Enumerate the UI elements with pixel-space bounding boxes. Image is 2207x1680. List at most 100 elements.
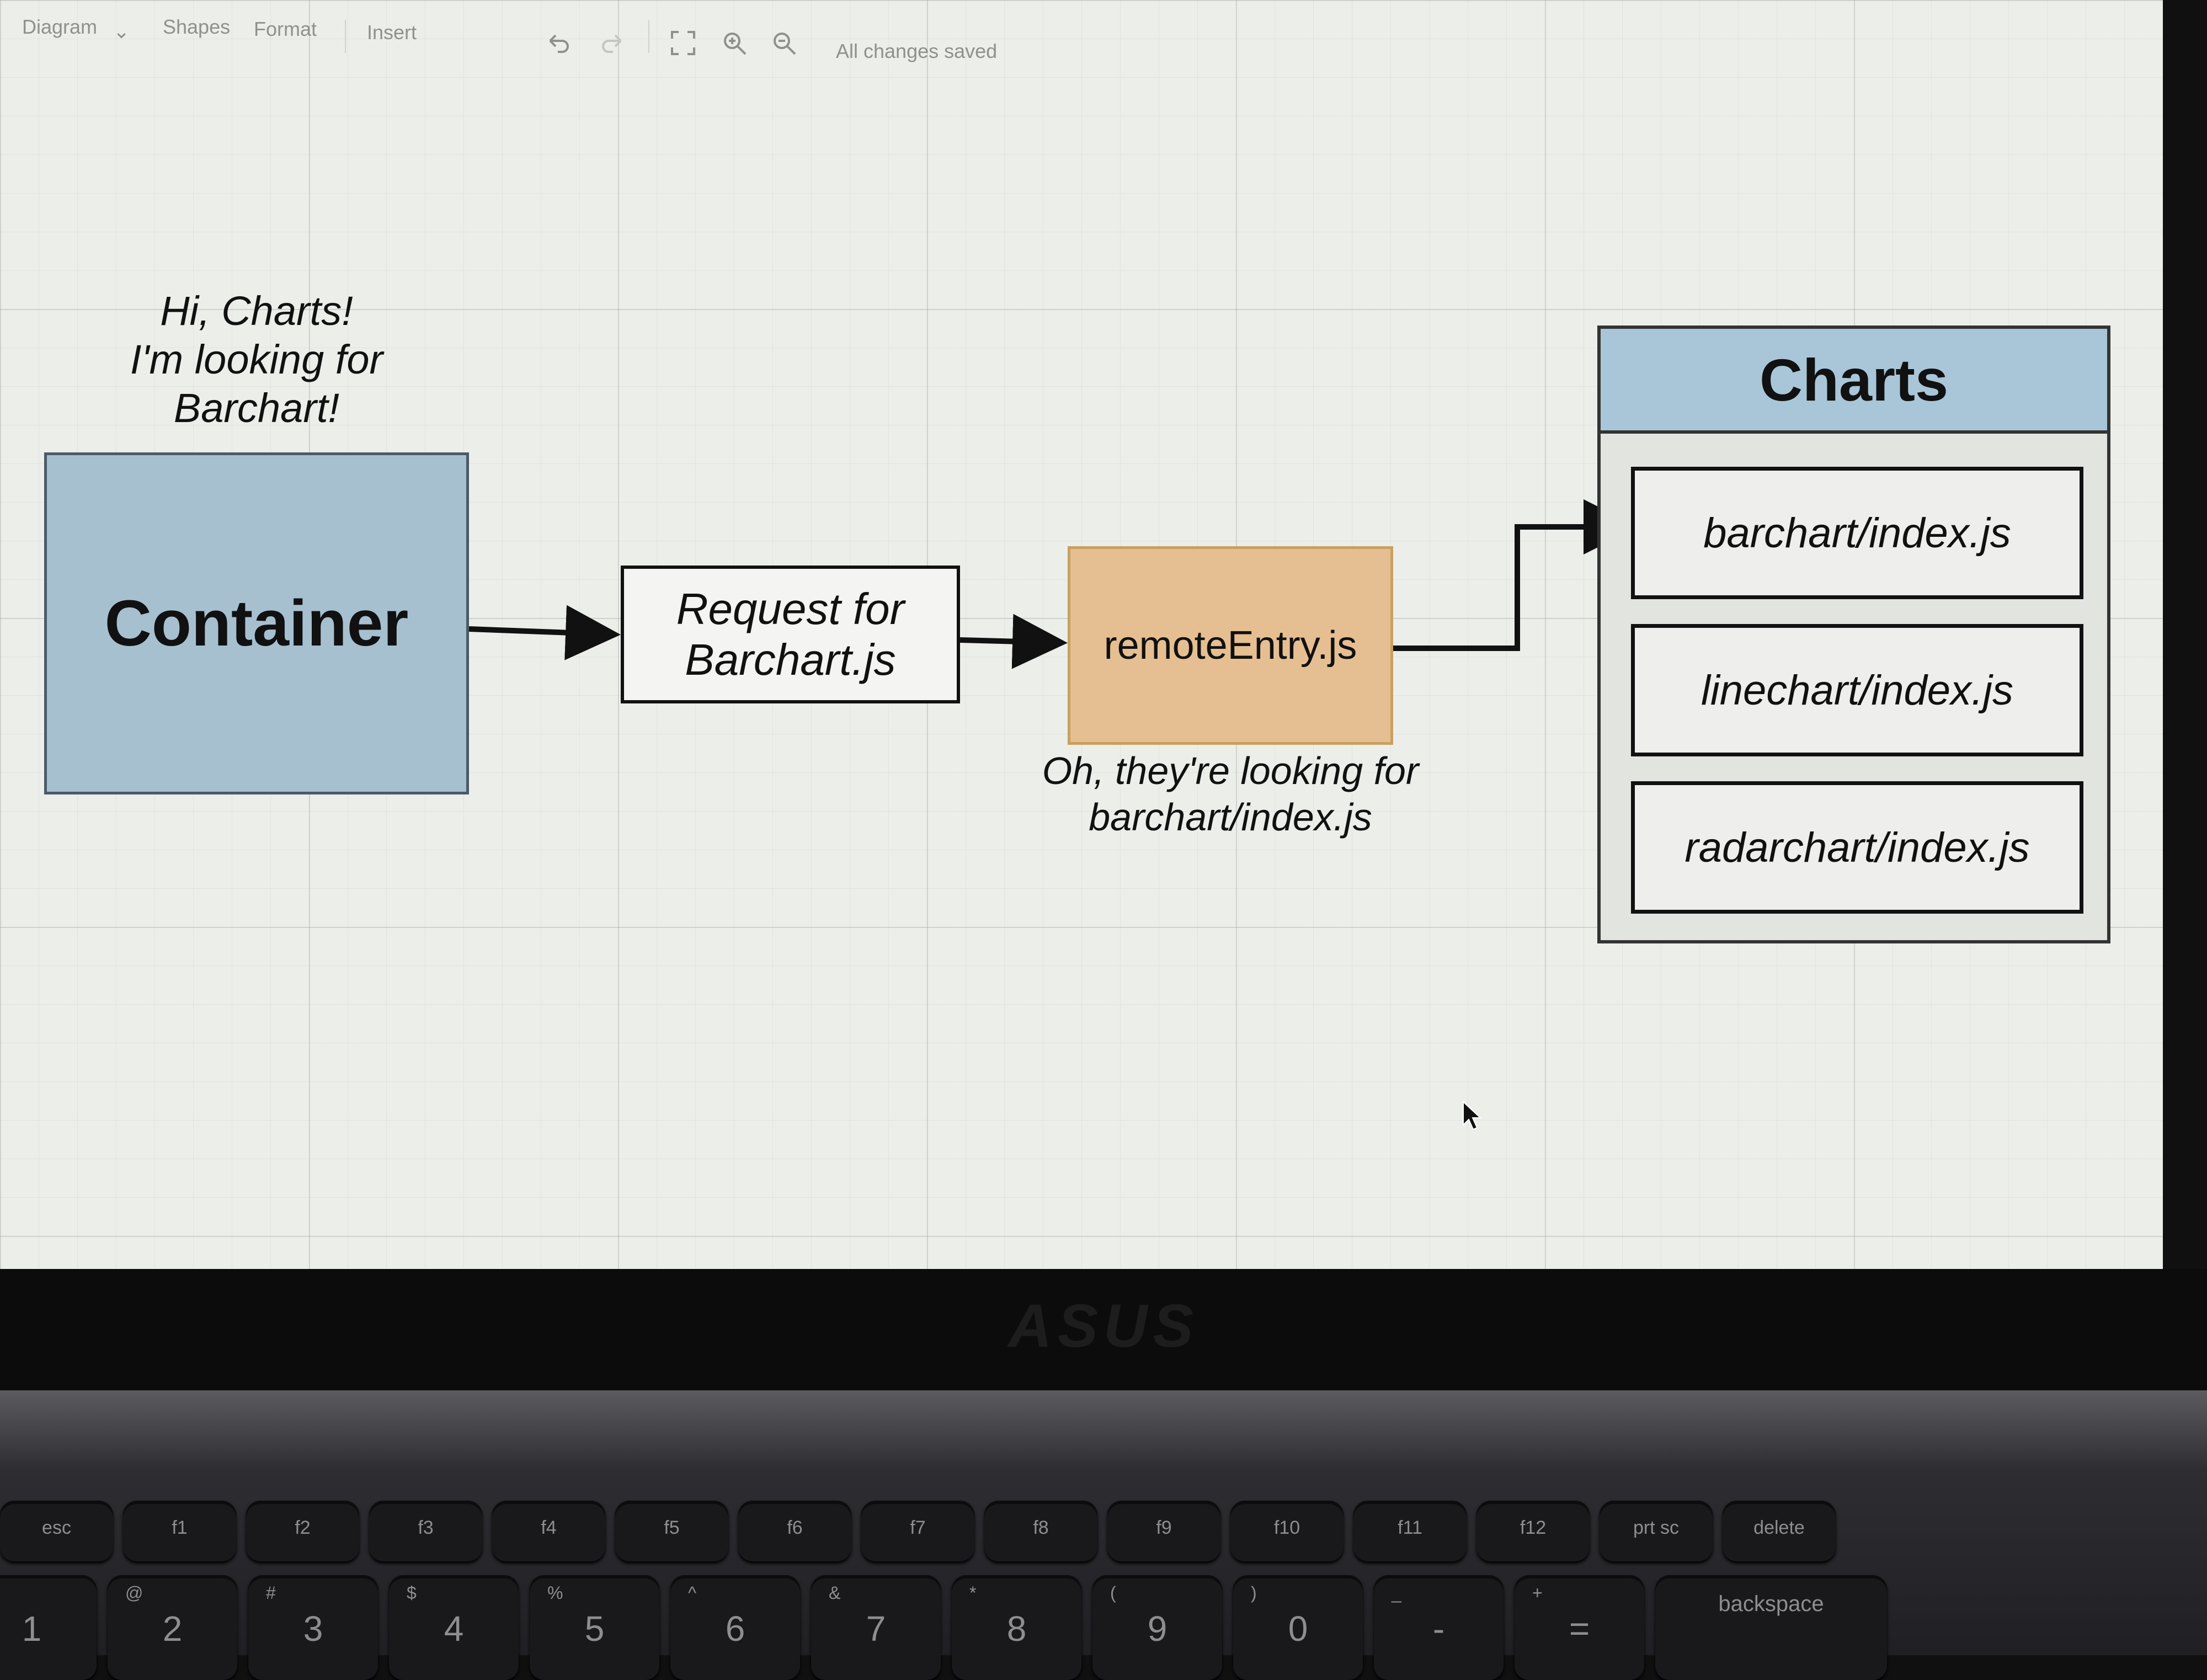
key-label: f5 [664, 1517, 680, 1538]
remote-entry-note: Oh, they're looking for barchart/index.j… [1042, 749, 1419, 839]
key-shift-label: % [547, 1583, 563, 1603]
key-label: f2 [295, 1517, 311, 1538]
key-label: f12 [1520, 1517, 1547, 1538]
key-shift-label: # [266, 1583, 276, 1603]
key-f1[interactable]: f1 [123, 1501, 236, 1561]
key-label: 1 [22, 1609, 42, 1649]
key-f7[interactable]: f7 [861, 1501, 974, 1561]
zoom-in-icon[interactable] [720, 29, 749, 57]
key-label: esc [42, 1517, 71, 1538]
container-node[interactable]: Container [44, 452, 469, 794]
arrow-container-to-request [468, 605, 621, 660]
key-label: f1 [172, 1517, 188, 1538]
key-f5[interactable]: f5 [615, 1501, 728, 1561]
diagram-menu[interactable]: Diagram [22, 15, 98, 38]
key-f11[interactable]: f11 [1353, 1501, 1467, 1561]
key-0[interactable]: )0 [1233, 1575, 1363, 1680]
undo-icon[interactable] [543, 29, 572, 57]
request-label: Request for Barchart.js [676, 584, 905, 684]
key-f2[interactable]: f2 [246, 1501, 359, 1561]
key-label: 5 [584, 1609, 605, 1649]
container-label: Container [104, 587, 409, 660]
key-3[interactable]: #3 [248, 1575, 378, 1680]
arrow-request-to-remote [959, 614, 1068, 669]
key-label: f6 [787, 1517, 803, 1538]
key-equals[interactable]: += [1515, 1575, 1644, 1680]
key-4[interactable]: $4 [389, 1575, 519, 1680]
charts-title: Charts [1601, 329, 2107, 434]
key-label: - [1432, 1609, 1445, 1649]
redo-icon[interactable] [599, 29, 627, 57]
key-label: 0 [1288, 1609, 1308, 1649]
key-f10[interactable]: f10 [1230, 1501, 1344, 1561]
chart-item-radarchart[interactable]: radarchart/index.js [1631, 781, 2083, 914]
chevron-down-icon[interactable]: ⌄ [113, 20, 130, 42]
key-prt-sc[interactable]: prt sc [1600, 1501, 1713, 1561]
key-shift-label: $ [407, 1583, 417, 1603]
zoom-out-icon[interactable] [770, 29, 798, 57]
container-speech-note: Hi, Charts! I'm looking for Barchart! [130, 288, 383, 431]
request-node[interactable]: Request for Barchart.js [621, 566, 960, 703]
key-label: 7 [866, 1609, 886, 1649]
fullscreen-icon[interactable] [669, 29, 697, 57]
chart-item-barchart[interactable]: barchart/index.js [1631, 467, 2083, 599]
toolbar: Diagram ⌄ Shapes Format Insert All chang… [0, 0, 2163, 72]
laptop-bezel [0, 1269, 2207, 1390]
key-label: 4 [444, 1609, 464, 1649]
key-label: f11 [1398, 1517, 1422, 1538]
key-label: backspace [1718, 1592, 1824, 1616]
key-shift-label: + [1532, 1583, 1543, 1603]
mouse-cursor-icon [1463, 1101, 1482, 1130]
toolbar-divider [345, 20, 346, 53]
key-label: 9 [1147, 1609, 1168, 1649]
remote-entry-node[interactable]: remoteEntry.js [1068, 546, 1393, 745]
key-f9[interactable]: f9 [1107, 1501, 1220, 1561]
format-menu[interactable]: Format [254, 18, 317, 40]
key-label: f7 [910, 1517, 926, 1538]
key-label: 8 [1006, 1609, 1027, 1649]
key-shift-label: * [969, 1583, 977, 1603]
keyboard: esc f1 f2 f3 f4 f5 f6 f7 f8 f9 f10 f11 f12 prt sc dele… [0, 1390, 2207, 1680]
toolbar-divider [648, 20, 649, 53]
key-f4[interactable]: f4 [492, 1501, 605, 1561]
key-label: delete [1753, 1517, 1805, 1538]
key-minus[interactable]: _- [1374, 1575, 1504, 1680]
shapes-menu[interactable]: Shapes [163, 15, 231, 38]
arrow-remote-to-barchart [1393, 499, 1639, 651]
key-label: 6 [725, 1609, 745, 1649]
key-shift-label: & [829, 1583, 841, 1603]
key-shift-label: @ [125, 1583, 143, 1603]
key-shift-label: ) [1251, 1583, 1257, 1603]
key-label: f3 [418, 1517, 434, 1538]
key-shift-label: ( [1110, 1583, 1116, 1603]
brand-logo: ASUS [1008, 1292, 1199, 1360]
key-delete[interactable]: delete [1723, 1501, 1836, 1561]
key-label: f4 [541, 1517, 557, 1538]
laptop-screen: Diagram ⌄ Shapes Format Insert All chang… [0, 0, 2163, 1269]
key-f12[interactable]: f12 [1476, 1501, 1590, 1561]
save-status: All changes saved [836, 40, 998, 62]
key-8[interactable]: *8 [952, 1575, 1081, 1680]
connector-layer [468, 499, 1639, 669]
key-label: prt sc [1633, 1517, 1680, 1538]
key-backspace[interactable]: backspace [1655, 1575, 1887, 1680]
key-5[interactable]: %5 [530, 1575, 659, 1680]
key-7[interactable]: &7 [811, 1575, 941, 1680]
remote-entry-label: remoteEntry.js [1104, 623, 1357, 668]
key-shift-label: ^ [688, 1583, 697, 1603]
key-f6[interactable]: f6 [738, 1501, 851, 1561]
key-label: f8 [1033, 1517, 1049, 1538]
key-6[interactable]: ^6 [670, 1575, 800, 1680]
key-label: 2 [162, 1609, 183, 1649]
key-f8[interactable]: f8 [984, 1501, 1097, 1561]
key-2[interactable]: @2 [108, 1575, 237, 1680]
key-esc[interactable]: esc [0, 1501, 113, 1561]
insert-menu[interactable]: Insert [367, 21, 417, 44]
key-f3[interactable]: f3 [369, 1501, 482, 1561]
key-label: = [1569, 1609, 1590, 1649]
key-9[interactable]: (9 [1092, 1575, 1222, 1680]
charts-container-node[interactable]: Charts barchart/index.js linechart/index… [1597, 326, 2110, 943]
chart-item-linechart[interactable]: linechart/index.js [1631, 624, 2083, 756]
key-label: f9 [1156, 1517, 1172, 1538]
key-1[interactable]: !1 [0, 1575, 97, 1680]
